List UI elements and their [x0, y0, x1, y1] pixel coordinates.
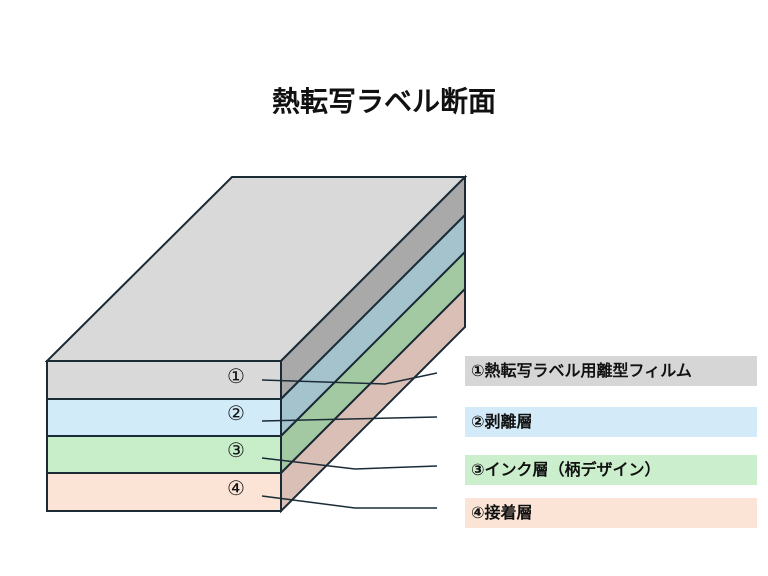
layer-label-3: ③インク層（柄デザイン）: [465, 455, 757, 485]
leader-line-4: [261, 495, 437, 509]
leader-line-1: [261, 372, 438, 385]
layer-label-4: ④接着層: [465, 498, 757, 528]
diagram-title: 熱転写ラベル断面: [271, 85, 496, 118]
layer-front-face-4: [46, 472, 282, 512]
layer-marker-4: ④: [227, 476, 245, 500]
layer-marker-1: ①: [227, 364, 245, 388]
leader-line-2: [261, 416, 438, 422]
layer-marker-2: ②: [227, 401, 245, 425]
layer-front-face-2: [46, 398, 282, 437]
layer-marker-3: ③: [227, 438, 245, 462]
layer-label-2: ②剥離層: [465, 407, 757, 437]
leader-line-3: [261, 457, 438, 470]
layer-label-1: ①熱転写ラベル用離型フィルム: [465, 356, 757, 386]
